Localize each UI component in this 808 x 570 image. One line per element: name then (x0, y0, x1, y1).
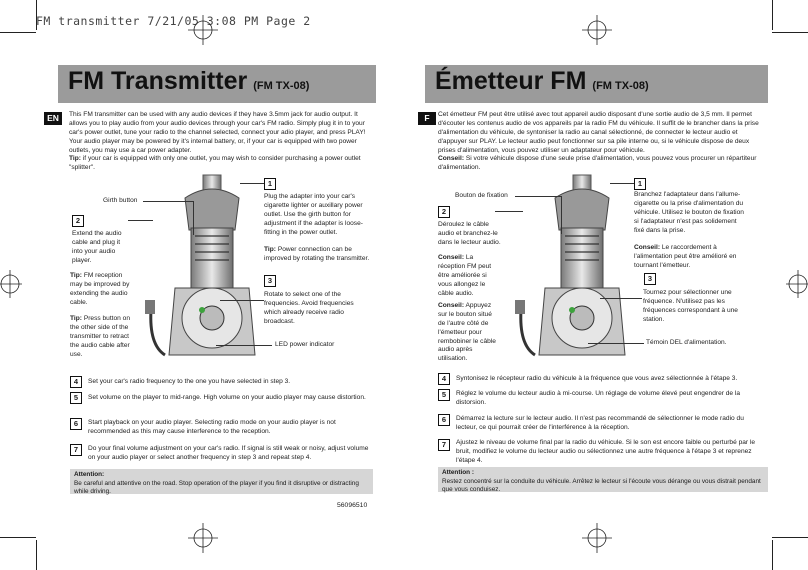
step-number: 1 (634, 178, 646, 190)
step-7-text: Do your final volume adjustment on your … (88, 445, 369, 461)
step-number: 4 (438, 373, 450, 385)
transmitter-illustration (515, 174, 626, 357)
leader-line (561, 196, 562, 234)
step-3-text: Rotate to select one of the frequencies.… (264, 291, 354, 325)
language-badge: F (418, 112, 436, 125)
leader-line (193, 201, 194, 235)
step-number: 6 (70, 418, 82, 430)
step-7-text: Ajustez le niveau de volume final par la… (456, 439, 756, 464)
step-number: 2 (438, 206, 450, 218)
led-label: LED power indicator (275, 341, 335, 348)
step-3-text: Tournez pour sélectionner une fréquence.… (643, 289, 738, 323)
leader-line (240, 183, 264, 184)
step-number: 4 (70, 376, 82, 388)
step-2-text: Déroulez le câble audio et branchez-le d… (438, 221, 501, 246)
step-number: 2 (72, 215, 84, 227)
step-number: 1 (264, 178, 276, 190)
attention-box: Attention :Restez concentré sur la condu… (438, 467, 768, 493)
leader-line (216, 345, 272, 346)
step-number: 5 (438, 389, 450, 401)
crop-mark (36, 0, 37, 30)
step-1-text: Branchez l'adaptateur dans l'allume-ciga… (634, 191, 744, 270)
tip-reception: Conseil: La réception FM peut être améli… (438, 254, 492, 297)
step-2-text: Extend the audio cable and plug it into … (72, 230, 122, 264)
product-code: 56096510 (337, 502, 368, 509)
intro-text: This FM transmitter can be used with any… (69, 111, 366, 172)
intro-text: Cet émetteur FM peut être utilisé avec t… (438, 111, 759, 172)
girth-label: Bouton de fixation (455, 192, 508, 199)
leader-line (588, 343, 644, 344)
leader-line (143, 201, 193, 202)
title-bar-fr: Émetteur FM(FM TX-08) (425, 65, 768, 103)
tip-press: Conseil: Appuyez sur le bouton situé de … (438, 302, 496, 363)
step-4-text: Set your car's radio frequency to the on… (88, 378, 291, 385)
leader-line (515, 196, 561, 197)
step-5-text: Réglez le volume du lecteur audio à mi-c… (456, 390, 741, 406)
girth-label: Girth button (103, 197, 138, 204)
tip-press: Tip: Press button on the other side of t… (70, 315, 130, 358)
step-number: 3 (644, 273, 656, 285)
step-1-text: Plug the adapter into your car's cigaret… (264, 193, 370, 263)
tip-reception: Tip: FM reception may be improved by ext… (70, 272, 130, 306)
attention-box: Attention:Be careful and attentive on th… (70, 469, 373, 495)
step-number: 7 (70, 444, 82, 456)
crop-mark (0, 537, 36, 538)
transmitter-illustration (145, 174, 256, 357)
leader-line (495, 211, 523, 212)
step-5-text: Set volume on the player to mid-range. H… (88, 394, 366, 401)
crop-mark (772, 537, 808, 538)
leader-line (610, 183, 634, 184)
step-4-text: Syntonisez le récepteur radio du véhicul… (456, 375, 738, 382)
crop-mark (0, 32, 36, 33)
step-6-text: Start playback on your audio player. Sel… (88, 419, 336, 435)
crop-mark (772, 540, 773, 570)
page-title: FM Transmitter(FM TX-08) (68, 67, 310, 95)
crop-mark (772, 32, 808, 33)
language-badge: EN (44, 112, 62, 125)
step-number: 5 (70, 392, 82, 404)
leader-line (128, 220, 153, 221)
step-6-text: Démarrez la lecture sur le lecteur audio… (456, 415, 744, 431)
page-title: Émetteur FM(FM TX-08) (435, 67, 649, 95)
step-number: 3 (264, 275, 276, 287)
crop-mark (772, 0, 773, 30)
led-label: Témoin DEL d'alimentation. (646, 339, 727, 346)
crop-mark (36, 540, 37, 570)
leader-line (600, 298, 642, 299)
step-number: 6 (438, 414, 450, 426)
step-number: 7 (438, 439, 450, 451)
title-bar-en: FM Transmitter(FM TX-08) (58, 65, 376, 103)
leader-line (220, 300, 264, 301)
print-header: FM transmitter 7/21/05 3:08 PM Page 2 (36, 14, 311, 28)
